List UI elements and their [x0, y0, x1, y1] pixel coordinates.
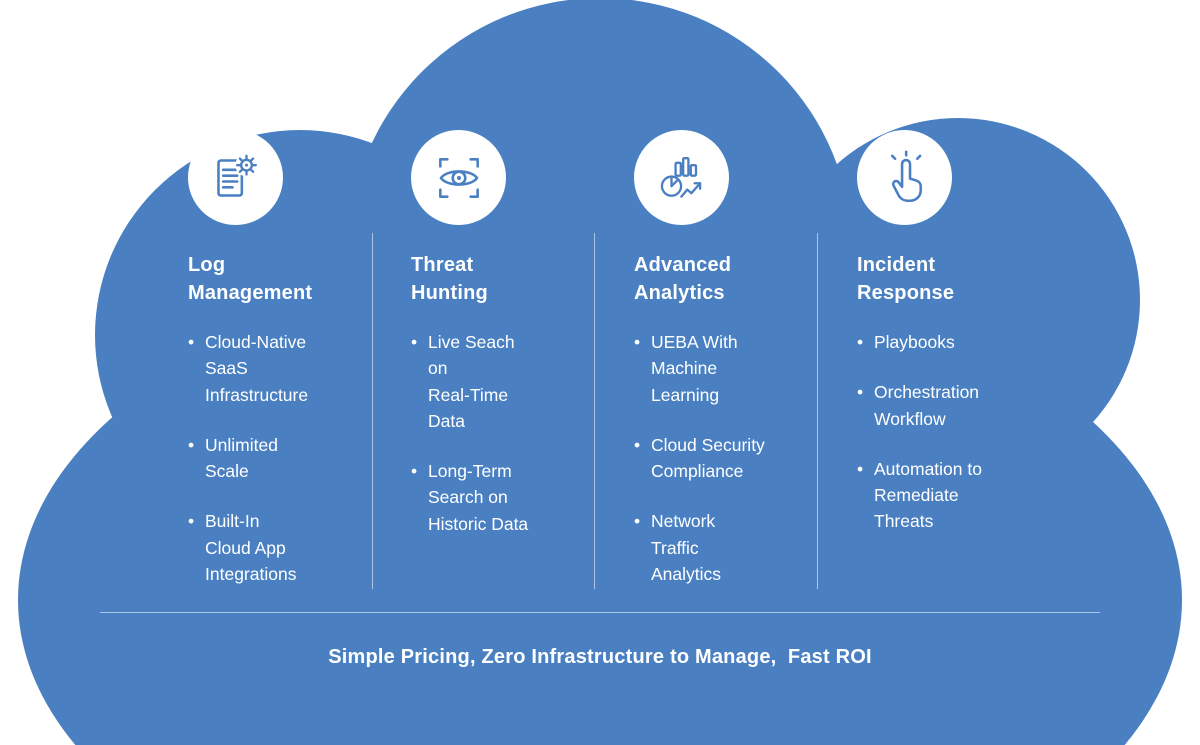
column-title-log-management: Log Management [188, 254, 313, 304]
feature-item: Unlimited Scale [188, 432, 373, 485]
log-management-icon-badge [188, 130, 283, 225]
feature-list: Playbooks Orchestration Workflow Automat… [857, 329, 1042, 535]
eye-scope-icon [438, 157, 479, 198]
column-divider [372, 233, 373, 589]
feature-item: Orchestration Workflow [857, 379, 1042, 432]
feature-item: Automation to Remediate Threats [857, 456, 1042, 535]
column-title-advanced-analytics: Advanced Analytics [634, 254, 732, 304]
footer-divider [100, 612, 1100, 613]
column-title-incident-response: Incident Response [857, 254, 955, 304]
feature-list: Cloud-Native SaaS Infrastructure Unlimit… [188, 329, 373, 587]
feature-list: UEBA With Machine Learning Cloud Securit… [634, 329, 819, 587]
footer-tagline: Simple Pricing, Zero Infrastructure to M… [328, 646, 872, 668]
advanced-analytics-icon-badge [634, 130, 729, 225]
feature-item: Built-In Cloud App Integrations [188, 508, 373, 587]
threat-hunting-icon-badge [411, 130, 506, 225]
document-gear-icon [216, 153, 258, 197]
column-divider [817, 233, 818, 589]
feature-item: UEBA With Machine Learning [634, 329, 819, 408]
feature-column-incident-response: Incident Response Playbooks Orchestratio… [819, 130, 1042, 611]
feature-item: Live Seach on Real-Time Data [411, 329, 596, 434]
feature-column-log-management: Log Management Cloud-Native SaaS Infrast… [150, 130, 373, 611]
incident-response-icon-badge [857, 130, 952, 225]
feature-columns: Log Management Cloud-Native SaaS Infrast… [150, 130, 1042, 611]
column-title-threat-hunting: Threat Hunting [411, 254, 488, 304]
feature-list: Live Seach on Real-Time Data Long-Term S… [411, 329, 596, 537]
click-hand-icon [890, 149, 922, 202]
feature-item: Cloud-Native SaaS Infrastructure [188, 329, 373, 408]
feature-item: Playbooks [857, 329, 1042, 356]
feature-item: Long-Term Search on Historic Data [411, 458, 596, 537]
feature-column-advanced-analytics: Advanced Analytics UEBA With Machine Lea… [596, 130, 819, 611]
charts-analytics-icon [660, 156, 701, 198]
feature-item: Cloud Security Compliance [634, 432, 819, 485]
column-divider [594, 233, 595, 589]
feature-column-threat-hunting: Threat Hunting Live Seach on Real-Time D… [373, 130, 596, 611]
feature-item: Network Traffic Analytics [634, 508, 819, 587]
